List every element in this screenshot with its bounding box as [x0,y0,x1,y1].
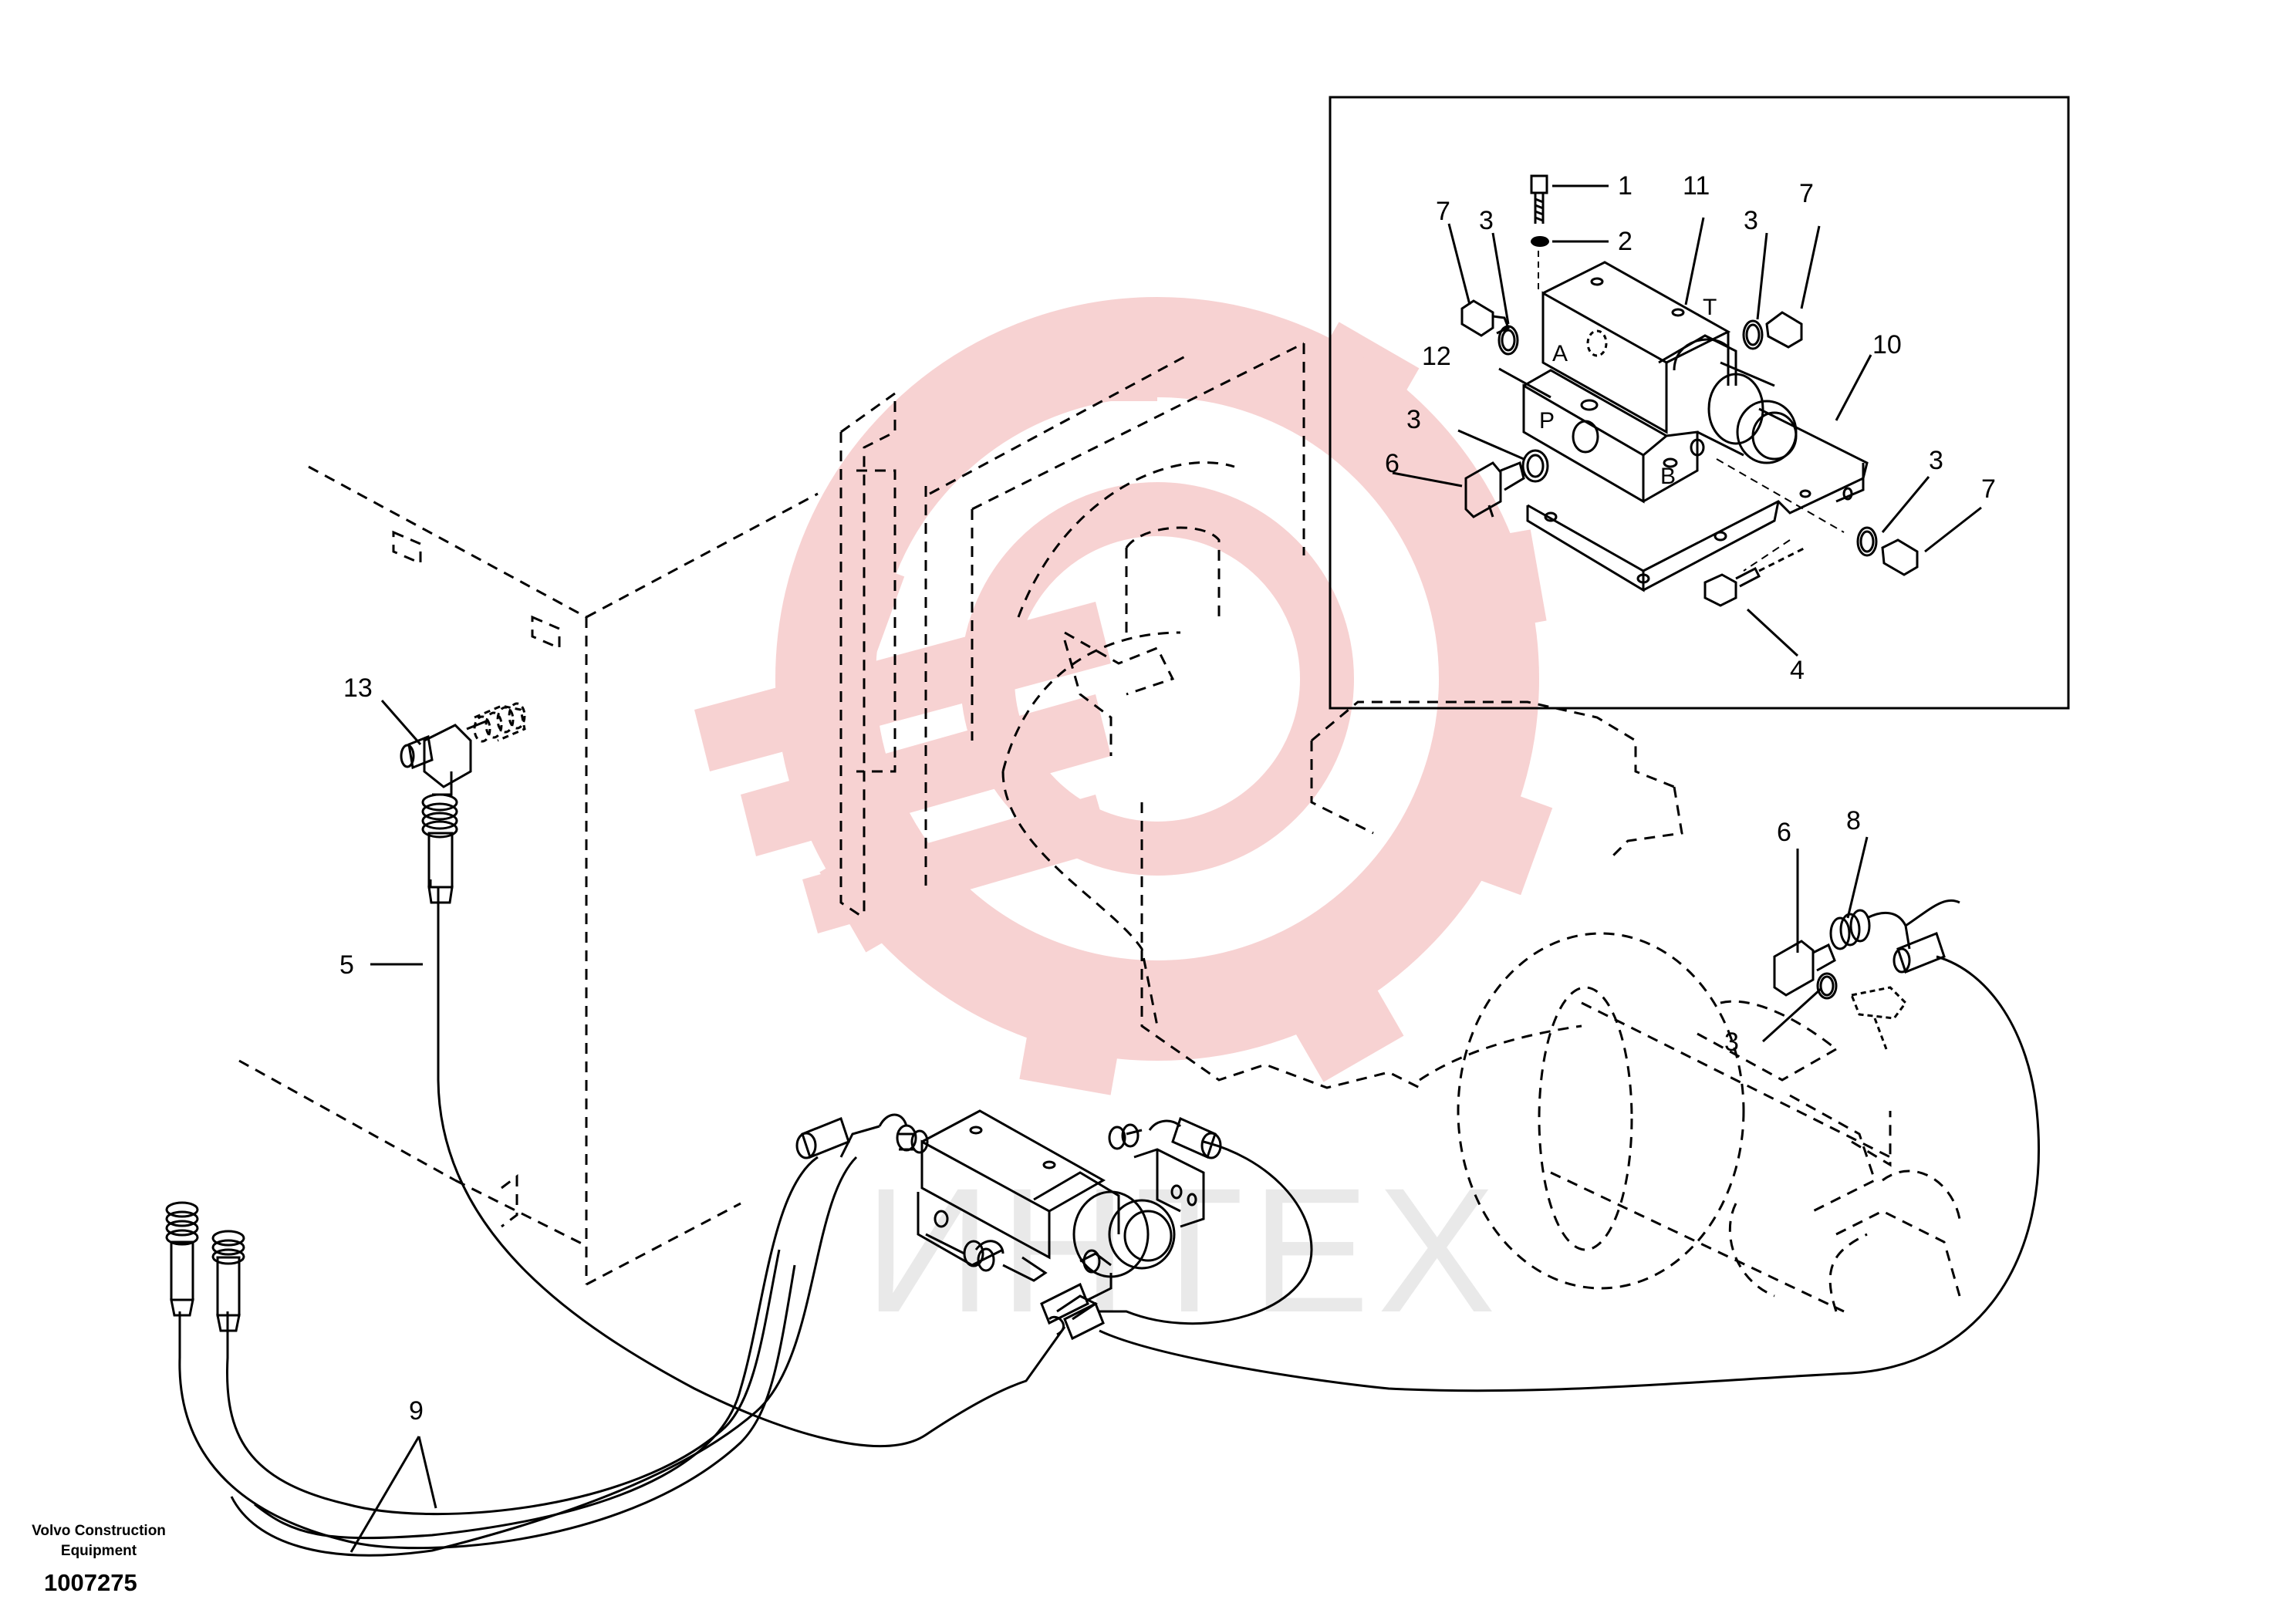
callout-12: 12 [1422,342,1451,371]
callout-4: 4 [1790,656,1805,685]
washer-2 [1531,236,1549,293]
callout-7-inset-bottom: 7 [1981,474,1996,504]
callout-7-inset-left: 7 [1436,197,1450,226]
detail-inset-box: A T P B [1329,96,2070,710]
watermark-gear-icon [694,297,1553,1095]
machine-frame-outline [238,342,1961,1313]
hydraulic-hoses [178,879,2041,1557]
tee-fitting-13 [400,702,526,796]
main-valve-assembly [839,1109,1205,1336]
callout-3-inset-right: 3 [1744,206,1758,235]
watermark-logo: ИНТЕХ [694,297,1553,1349]
fitting-7-top-right [1742,311,1803,350]
assembly-axis-line [1716,458,1845,533]
callout-10: 10 [1872,330,1902,359]
callout-6-inset: 6 [1385,449,1400,478]
solenoid-valve-11 [1541,261,1798,464]
callout-8: 8 [1846,806,1861,835]
callout-1: 1 [1618,171,1633,201]
watermark-text: ИНТЕХ [864,1151,1504,1349]
callout-3-inset-left: 3 [1479,206,1494,235]
callout-9: 9 [409,1396,424,1426]
callout-3-inset-bottom: 3 [1929,446,1943,475]
hose-end-fittings [165,793,1222,1341]
inset-border [1329,96,2070,710]
port-label-a: A [1552,341,1568,366]
bolt-4 [1703,546,1806,607]
port-label-b: B [1660,464,1676,489]
subplate-12 [1522,369,1699,504]
elbow-fitting-6-inset [1464,449,1549,518]
screw-1 [1530,174,1548,224]
main-leader-lines [349,700,1869,1553]
mounting-bracket-10 [1526,407,1869,592]
footer-org-line1: Volvo Construction [32,1523,166,1539]
callout-5: 5 [339,950,354,980]
footer-org-line2: Equipment [61,1543,137,1559]
callout-3-inset-mid: 3 [1406,405,1421,434]
assembly-axis-line-2 [1743,539,1791,572]
callout-13: 13 [343,673,373,703]
drawing-number: 1007275 [44,1569,137,1596]
fitting-7-bottom-right [1856,526,1919,576]
callout-11: 11 [1683,171,1710,201]
inset-leader-lines [1392,184,1982,657]
callout-7-inset-right: 7 [1799,179,1814,208]
callout-6-right: 6 [1777,818,1791,847]
drawing-footer: Volvo Construction Equipment 1007275 [32,1523,166,1596]
callout-3-right: 3 [1724,1028,1739,1057]
callout-labels: 1 2 11 7 3 3 7 10 12 3 6 3 7 4 13 5 6 8 … [339,171,1996,1426]
port-label-p: P [1539,408,1555,434]
right-fittings [1773,909,1946,1050]
port-label-t: T [1703,295,1717,320]
fitting-7-top-left [1460,299,1519,356]
callout-2: 2 [1618,227,1633,256]
